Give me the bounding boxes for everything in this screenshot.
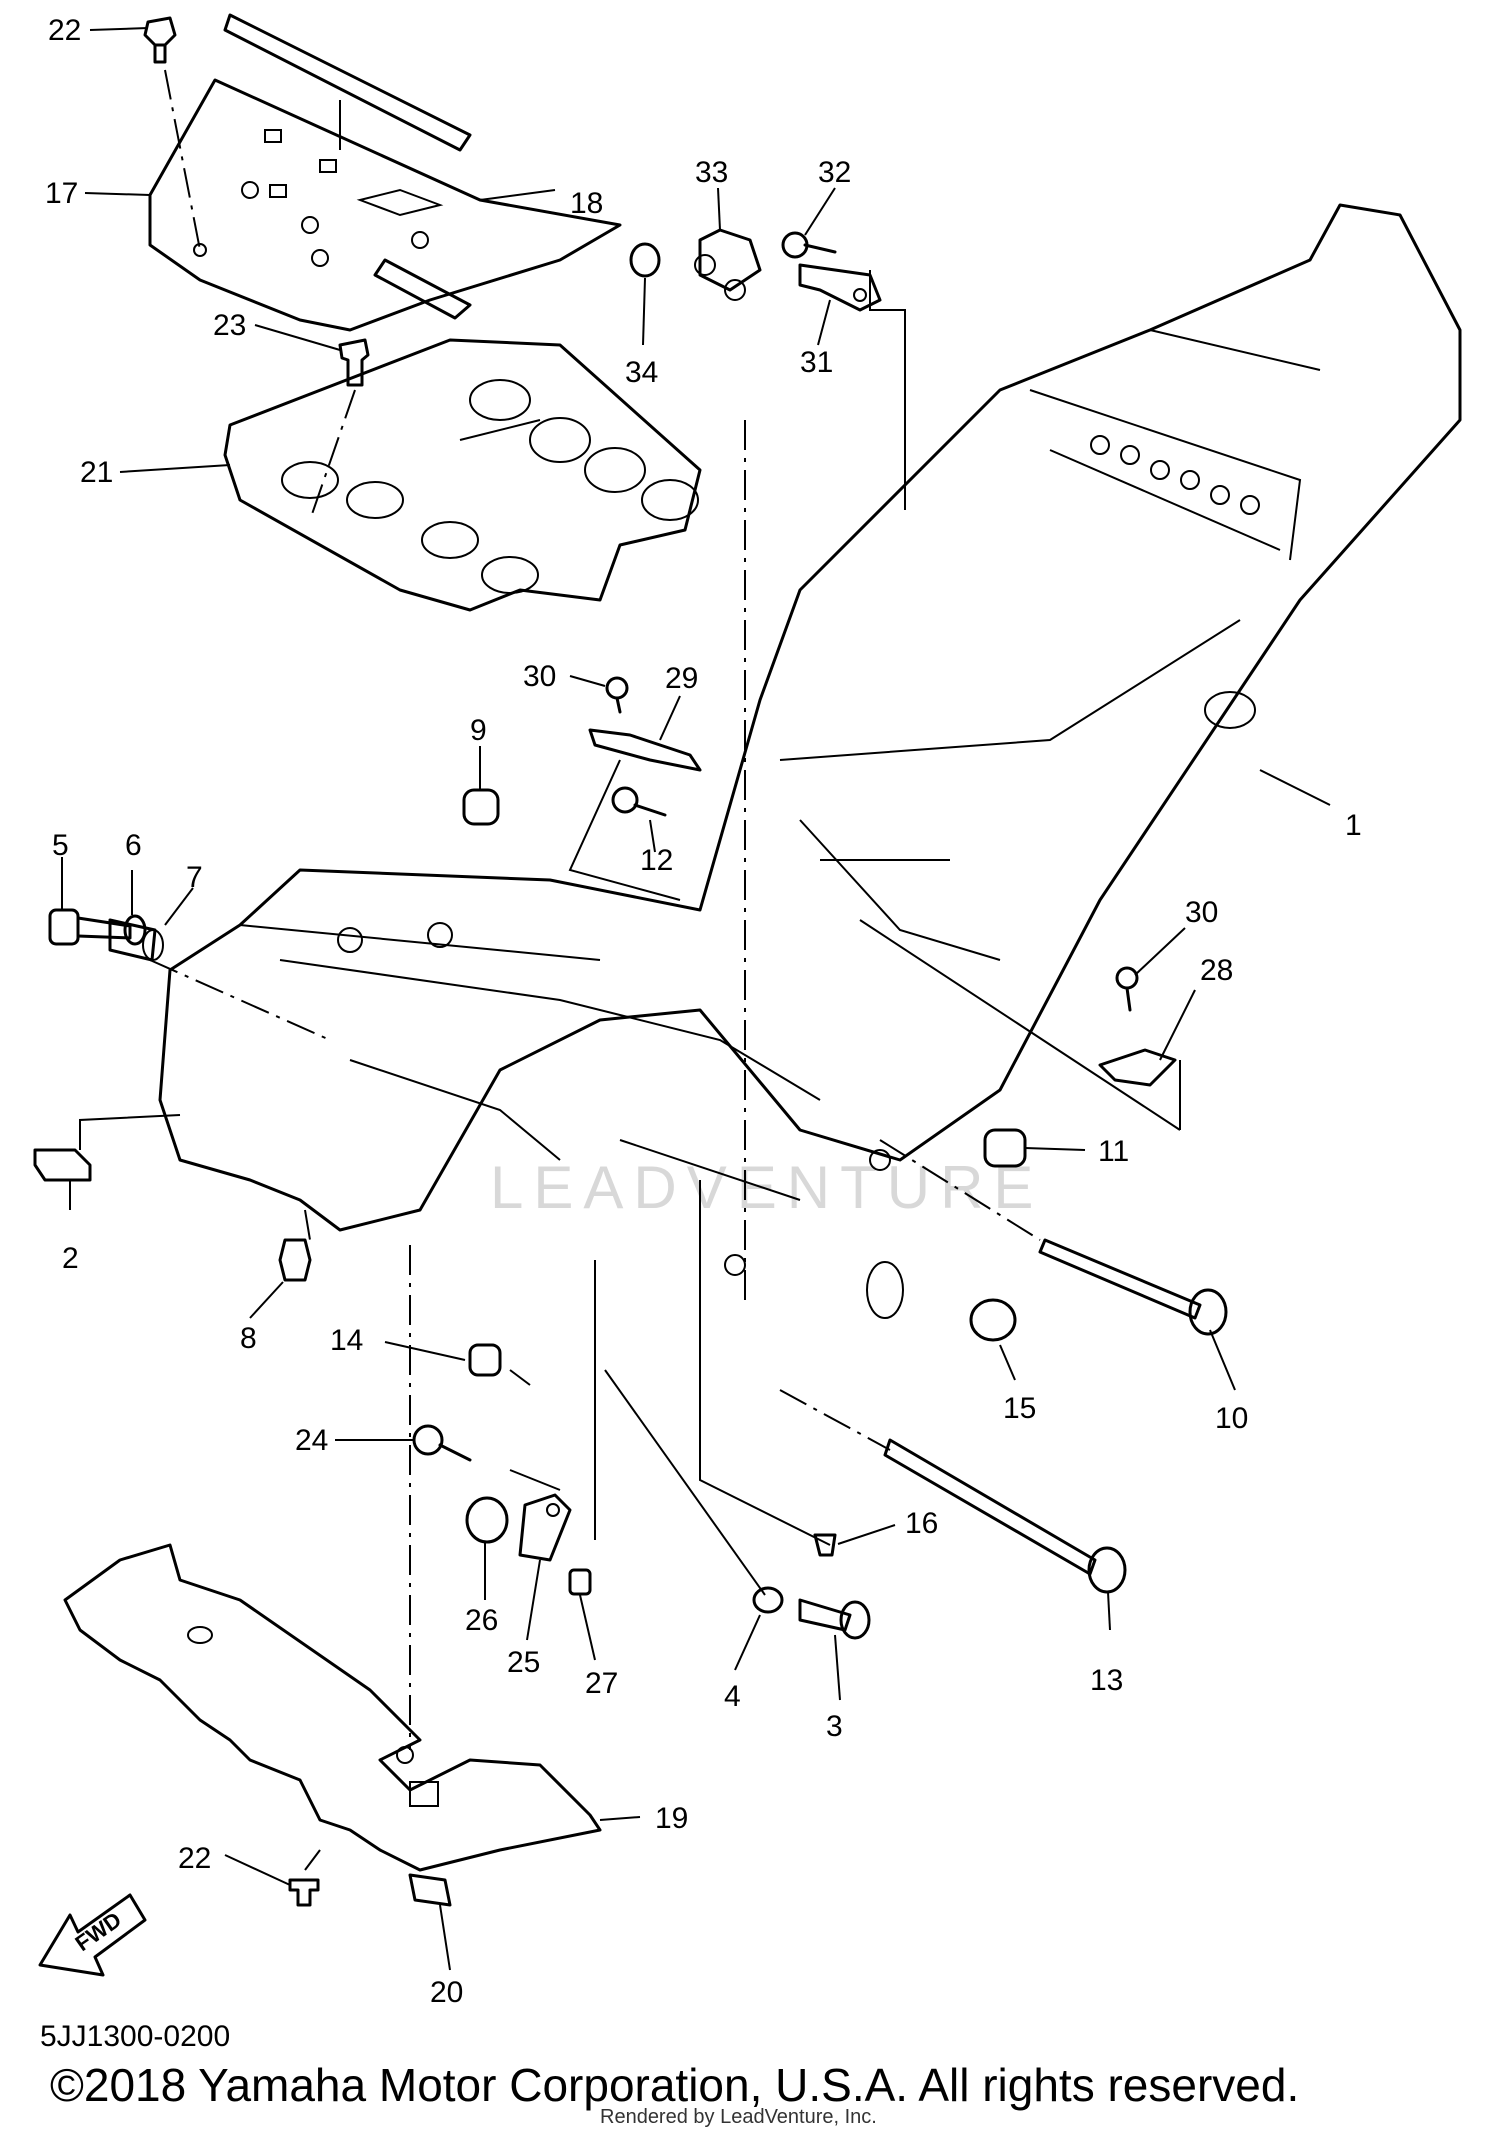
callout-12: 12 <box>640 844 673 877</box>
leader-line <box>859 919 1181 1131</box>
callout-28: 28 <box>1200 954 1233 987</box>
part-14-grommet <box>468 1343 502 1377</box>
callout-18: 18 <box>570 187 603 220</box>
callout-26: 26 <box>465 1604 498 1637</box>
diagram-code: 5JJ1300-0200 <box>40 2020 231 2053</box>
part-22-pin-top <box>143 16 177 64</box>
part-26-collar <box>465 1496 509 1544</box>
callout-9: 9 <box>470 714 487 747</box>
part-18-strip <box>223 13 472 320</box>
callout-13: 13 <box>1090 1664 1123 1697</box>
leader-line <box>79 1114 181 1150</box>
callout-leaders <box>61 27 1331 1971</box>
callout-24: 24 <box>295 1424 328 1457</box>
callout-30-right: 30 <box>1185 896 1218 929</box>
centerline <box>304 1209 311 1241</box>
copyright-notice: ©2018 Yamaha Motor Corporation, U.S.A. A… <box>50 2059 1300 2111</box>
part-9-grommet <box>462 788 500 826</box>
callout-22-bottom: 22 <box>178 1842 211 1875</box>
leader-line <box>568 759 681 901</box>
part-22-pin-bottom <box>288 1878 320 1907</box>
part-20-block <box>408 1873 452 1907</box>
callout-31: 31 <box>800 346 833 379</box>
fwd-arrow-icon: FWD <box>38 1893 147 1977</box>
part-10-long-bolt <box>1038 1238 1228 1336</box>
callout-21: 21 <box>80 456 113 489</box>
part-30-screw-right <box>1115 966 1139 1012</box>
part-17-plate <box>148 78 622 332</box>
part-19-cover <box>63 1543 602 1872</box>
part-32-bolt <box>781 231 837 259</box>
callout-29: 29 <box>665 662 698 695</box>
callout-6: 6 <box>125 829 142 862</box>
part-25-plate <box>518 1493 572 1562</box>
part-21-plate <box>223 338 702 612</box>
part-7-collar <box>108 918 164 962</box>
leader-line <box>509 1260 596 1540</box>
callout-7: 7 <box>186 861 203 894</box>
callout-22-top: 22 <box>48 14 81 47</box>
part-23-pin <box>338 338 370 387</box>
callout-3: 3 <box>826 1710 843 1743</box>
part-33-bracket <box>694 228 762 301</box>
callout-16: 16 <box>905 1507 938 1540</box>
part-28-bracket <box>1098 1048 1177 1087</box>
part-24-bolt <box>412 1424 472 1462</box>
centerline <box>304 1849 321 1871</box>
callout-11: 11 <box>1098 1135 1129 1168</box>
part-30-screw-center <box>605 676 629 714</box>
callout-2: 2 <box>62 1242 79 1275</box>
leader-line <box>604 1369 766 1596</box>
callout-14: 14 <box>330 1324 363 1357</box>
callout-labels: 1 2 3 4 5 6 7 8 9 10 11 12 13 14 15 16 1… <box>45 14 1362 2009</box>
fwd-label: FWD <box>71 1907 126 1956</box>
part-29-bracket <box>588 728 702 772</box>
centerline <box>164 69 201 251</box>
part-8-bolt <box>278 1238 312 1282</box>
callout-25: 25 <box>507 1646 540 1679</box>
part-34-collar <box>629 242 661 278</box>
centerline <box>149 959 331 1041</box>
watermark: LEADVENTURE <box>490 1154 1043 1221</box>
callout-5: 5 <box>52 829 69 862</box>
rendered-by-note: Rendered by LeadVenture, Inc. <box>600 2106 877 2128</box>
part-27-bolt <box>568 1568 592 1596</box>
leader-line <box>509 1369 531 1386</box>
callout-4: 4 <box>724 1680 741 1713</box>
callout-1: 1 <box>1345 809 1362 842</box>
leader-line <box>869 270 906 510</box>
part-4-washer <box>752 1586 784 1614</box>
centerline <box>779 1389 891 1451</box>
callout-23: 23 <box>213 309 246 342</box>
part-31-bracket <box>798 263 882 312</box>
part-2-block <box>33 1148 92 1182</box>
centerline <box>309 389 356 521</box>
centerline <box>879 1139 1041 1241</box>
callout-30-center: 30 <box>523 660 556 693</box>
part-3-bolt <box>798 1598 871 1640</box>
callout-17: 17 <box>45 177 78 210</box>
part-1-main-frame <box>158 203 1462 1319</box>
part-6-washer <box>123 914 147 946</box>
part-5-bolt <box>48 908 132 946</box>
callout-10: 10 <box>1215 1402 1248 1435</box>
callout-33: 33 <box>695 156 728 189</box>
part-15-cap <box>969 1298 1017 1342</box>
callout-32: 32 <box>818 156 851 189</box>
callout-19: 19 <box>655 1802 688 1835</box>
part-12-bolt <box>611 786 667 817</box>
callout-15: 15 <box>1003 1392 1036 1425</box>
callout-34: 34 <box>625 356 658 389</box>
callout-8: 8 <box>240 1322 257 1355</box>
part-16-plug <box>813 1533 837 1557</box>
callout-20: 20 <box>430 1976 463 2009</box>
part-13-long-bolt <box>883 1438 1127 1594</box>
leader-line <box>699 1180 831 1546</box>
callout-27: 27 <box>585 1667 618 1700</box>
